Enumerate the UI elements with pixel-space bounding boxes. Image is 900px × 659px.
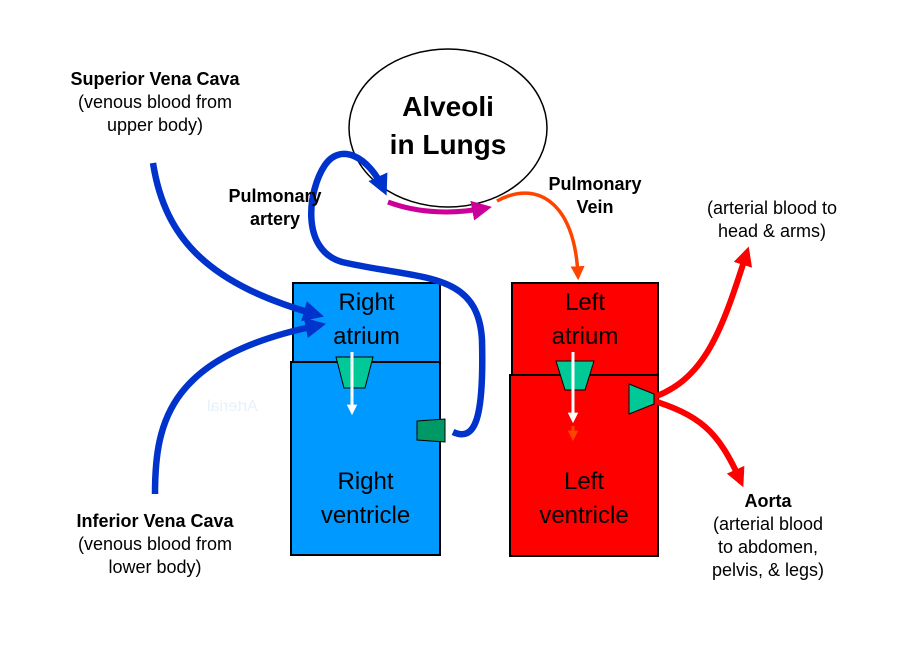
pulmonary-vein-arrow bbox=[496, 191, 585, 281]
pulmonary-vein-line1: Pulmonary bbox=[548, 174, 642, 194]
inferior-vena-cava-label: Inferior Vena Cava (venous blood from lo… bbox=[40, 510, 270, 579]
aorta-line3: pelvis, & legs) bbox=[711, 560, 825, 580]
ivc-line2: lower body) bbox=[108, 557, 202, 577]
right-atrium-line1: Right bbox=[338, 289, 395, 316]
aortic-valve bbox=[628, 383, 655, 415]
alveoli-line1: Alveoli bbox=[402, 91, 494, 122]
left-atrium-line1: Left bbox=[564, 289, 606, 316]
ivc-line1: (venous blood from bbox=[77, 534, 233, 554]
right-ventricle-label: Right ventricle bbox=[291, 465, 440, 533]
alveoli-line2: in Lungs bbox=[389, 129, 507, 160]
alveoli-label: Alveoli in Lungs bbox=[349, 88, 547, 164]
right-ventricle-line1: Right bbox=[337, 468, 394, 495]
pulmonary-artery-arrow bbox=[308, 150, 486, 438]
svc-line2: upper body) bbox=[106, 115, 204, 135]
pulmonary-vein-line2: Vein bbox=[576, 197, 614, 217]
left-atrium-label: Left atrium bbox=[512, 286, 658, 354]
mitral-valve bbox=[555, 360, 595, 391]
pulmonary-artery-line1: Pulmonary bbox=[228, 186, 322, 206]
ivc-title: Inferior Vena Cava bbox=[76, 511, 234, 531]
aorta-line2: to abdomen, bbox=[717, 537, 819, 557]
aorta-lower-arrow bbox=[647, 396, 745, 488]
aorta-upper-arrow bbox=[647, 246, 753, 402]
right-atrium-label: Right atrium bbox=[293, 286, 440, 354]
alveoli-circle bbox=[348, 48, 548, 208]
superior-vena-cava-arrow bbox=[149, 162, 325, 322]
aorta-label: Aorta (arterial blood to abdomen, pelvis… bbox=[668, 490, 868, 582]
head-arms-line2: head & arms) bbox=[717, 221, 827, 241]
left-atrium-line2: atrium bbox=[551, 323, 619, 350]
right-ventricle-line2: ventricle bbox=[320, 502, 411, 529]
head-arms-label: (arterial blood to head & arms) bbox=[672, 197, 872, 243]
right-atrium-line2: atrium bbox=[333, 323, 400, 350]
pulmonary-valve bbox=[416, 418, 446, 443]
pulmonary-artery-label: Pulmonary artery bbox=[205, 185, 345, 231]
pulmonary-artery-line2: artery bbox=[249, 209, 301, 229]
left-ventricle-line2: ventricle bbox=[539, 502, 629, 529]
mirrored-faint-label: Arterial bbox=[207, 398, 258, 415]
svc-line1: (venous blood from bbox=[77, 92, 233, 112]
capillary-arrow bbox=[387, 199, 492, 221]
aorta-line1: (arterial blood bbox=[712, 514, 824, 534]
inferior-vena-cava-arrow bbox=[151, 317, 327, 495]
pulmonary-vein-label: Pulmonary Vein bbox=[525, 173, 665, 219]
left-ventricle-label: Left ventricle bbox=[510, 465, 658, 533]
left-ventricle-line1: Left bbox=[563, 468, 605, 495]
head-arms-line1: (arterial blood to bbox=[706, 198, 838, 218]
left-atrium-box bbox=[511, 282, 659, 376]
tricuspid-valve bbox=[335, 356, 374, 389]
right-ventricle-box bbox=[290, 361, 441, 556]
aorta-title: Aorta bbox=[744, 491, 792, 511]
superior-vena-cava-label: Superior Vena Cava (venous blood from up… bbox=[40, 68, 270, 137]
svc-title: Superior Vena Cava bbox=[70, 69, 240, 89]
